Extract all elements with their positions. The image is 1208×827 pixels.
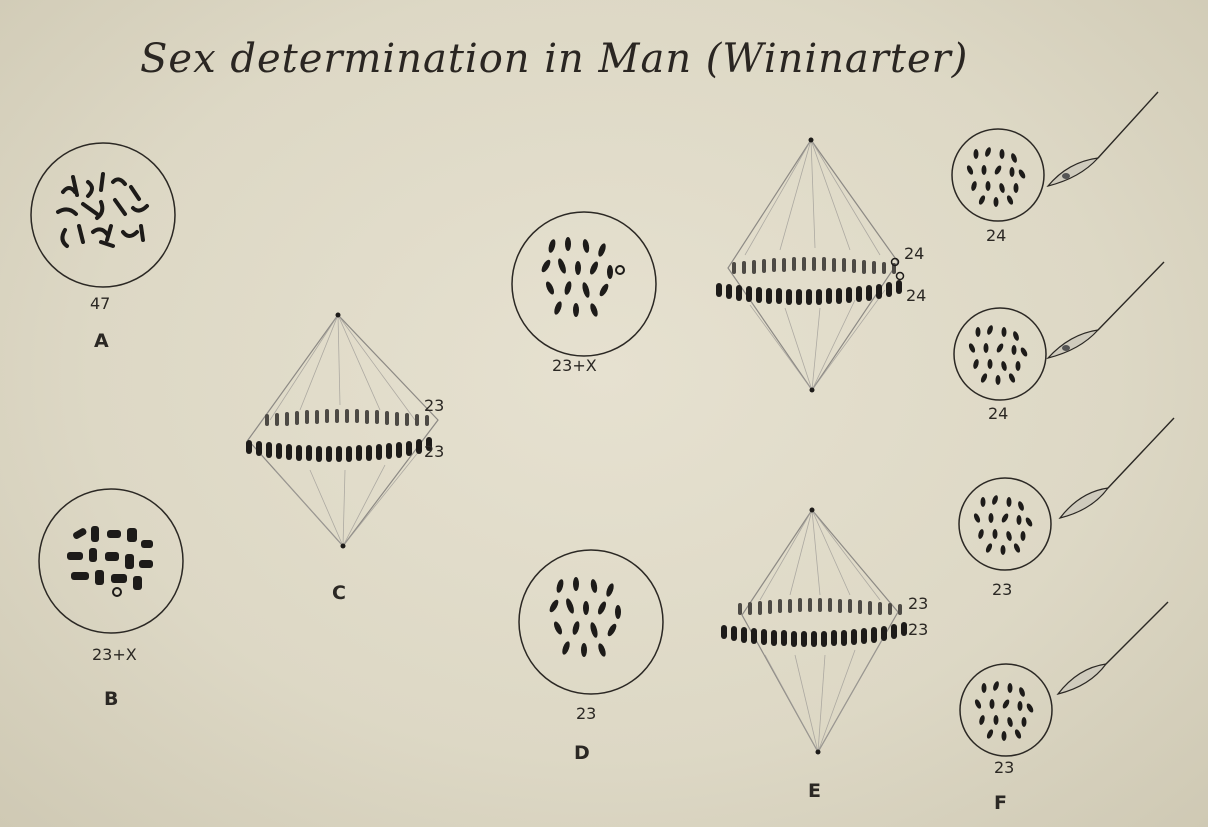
sperm-f4 [960,602,1168,756]
sperm-f2-count: 24 [988,404,1008,423]
cell-d-lower-nucleus [519,550,663,694]
spindle-c [246,313,438,549]
spindle-e-upper [716,138,904,393]
cell-a-count: 47 [90,294,110,313]
cell-d-letter: D [574,742,590,764]
cell-d-upper-count: 23+X [552,356,597,375]
spindle-e-upper-count-bottom: 24 [906,286,926,305]
spindle-e-letter: E [808,780,821,802]
spindle-e-upper-count-top: 24 [904,244,924,263]
spindle-e-lower-count-bottom: 23 [908,620,928,639]
cell-b-nucleus [39,489,183,633]
cell-d-upper-nucleus [512,212,656,356]
cell-b-letter: B [104,688,118,710]
sperm-f3 [959,418,1174,570]
sperm-f4-count: 23 [994,758,1014,777]
sperm-f1 [952,92,1158,221]
spindle-e-lower [721,508,907,755]
cell-d-lower-count: 23 [576,704,596,723]
cell-a-nucleus [31,143,175,287]
spindle-c-letter: C [332,582,346,604]
cell-a-letter: A [94,330,109,352]
spindle-c-count-top: 23 [424,396,444,415]
sperm-f2 [954,262,1164,400]
spindle-c-count-bottom: 23 [424,442,444,461]
sperm-f-letter: F [994,792,1007,814]
cell-b-count: 23+X [92,645,137,664]
sperm-f3-count: 23 [992,580,1012,599]
sperm-f1-count: 24 [986,226,1006,245]
spindle-e-lower-count-top: 23 [908,594,928,613]
